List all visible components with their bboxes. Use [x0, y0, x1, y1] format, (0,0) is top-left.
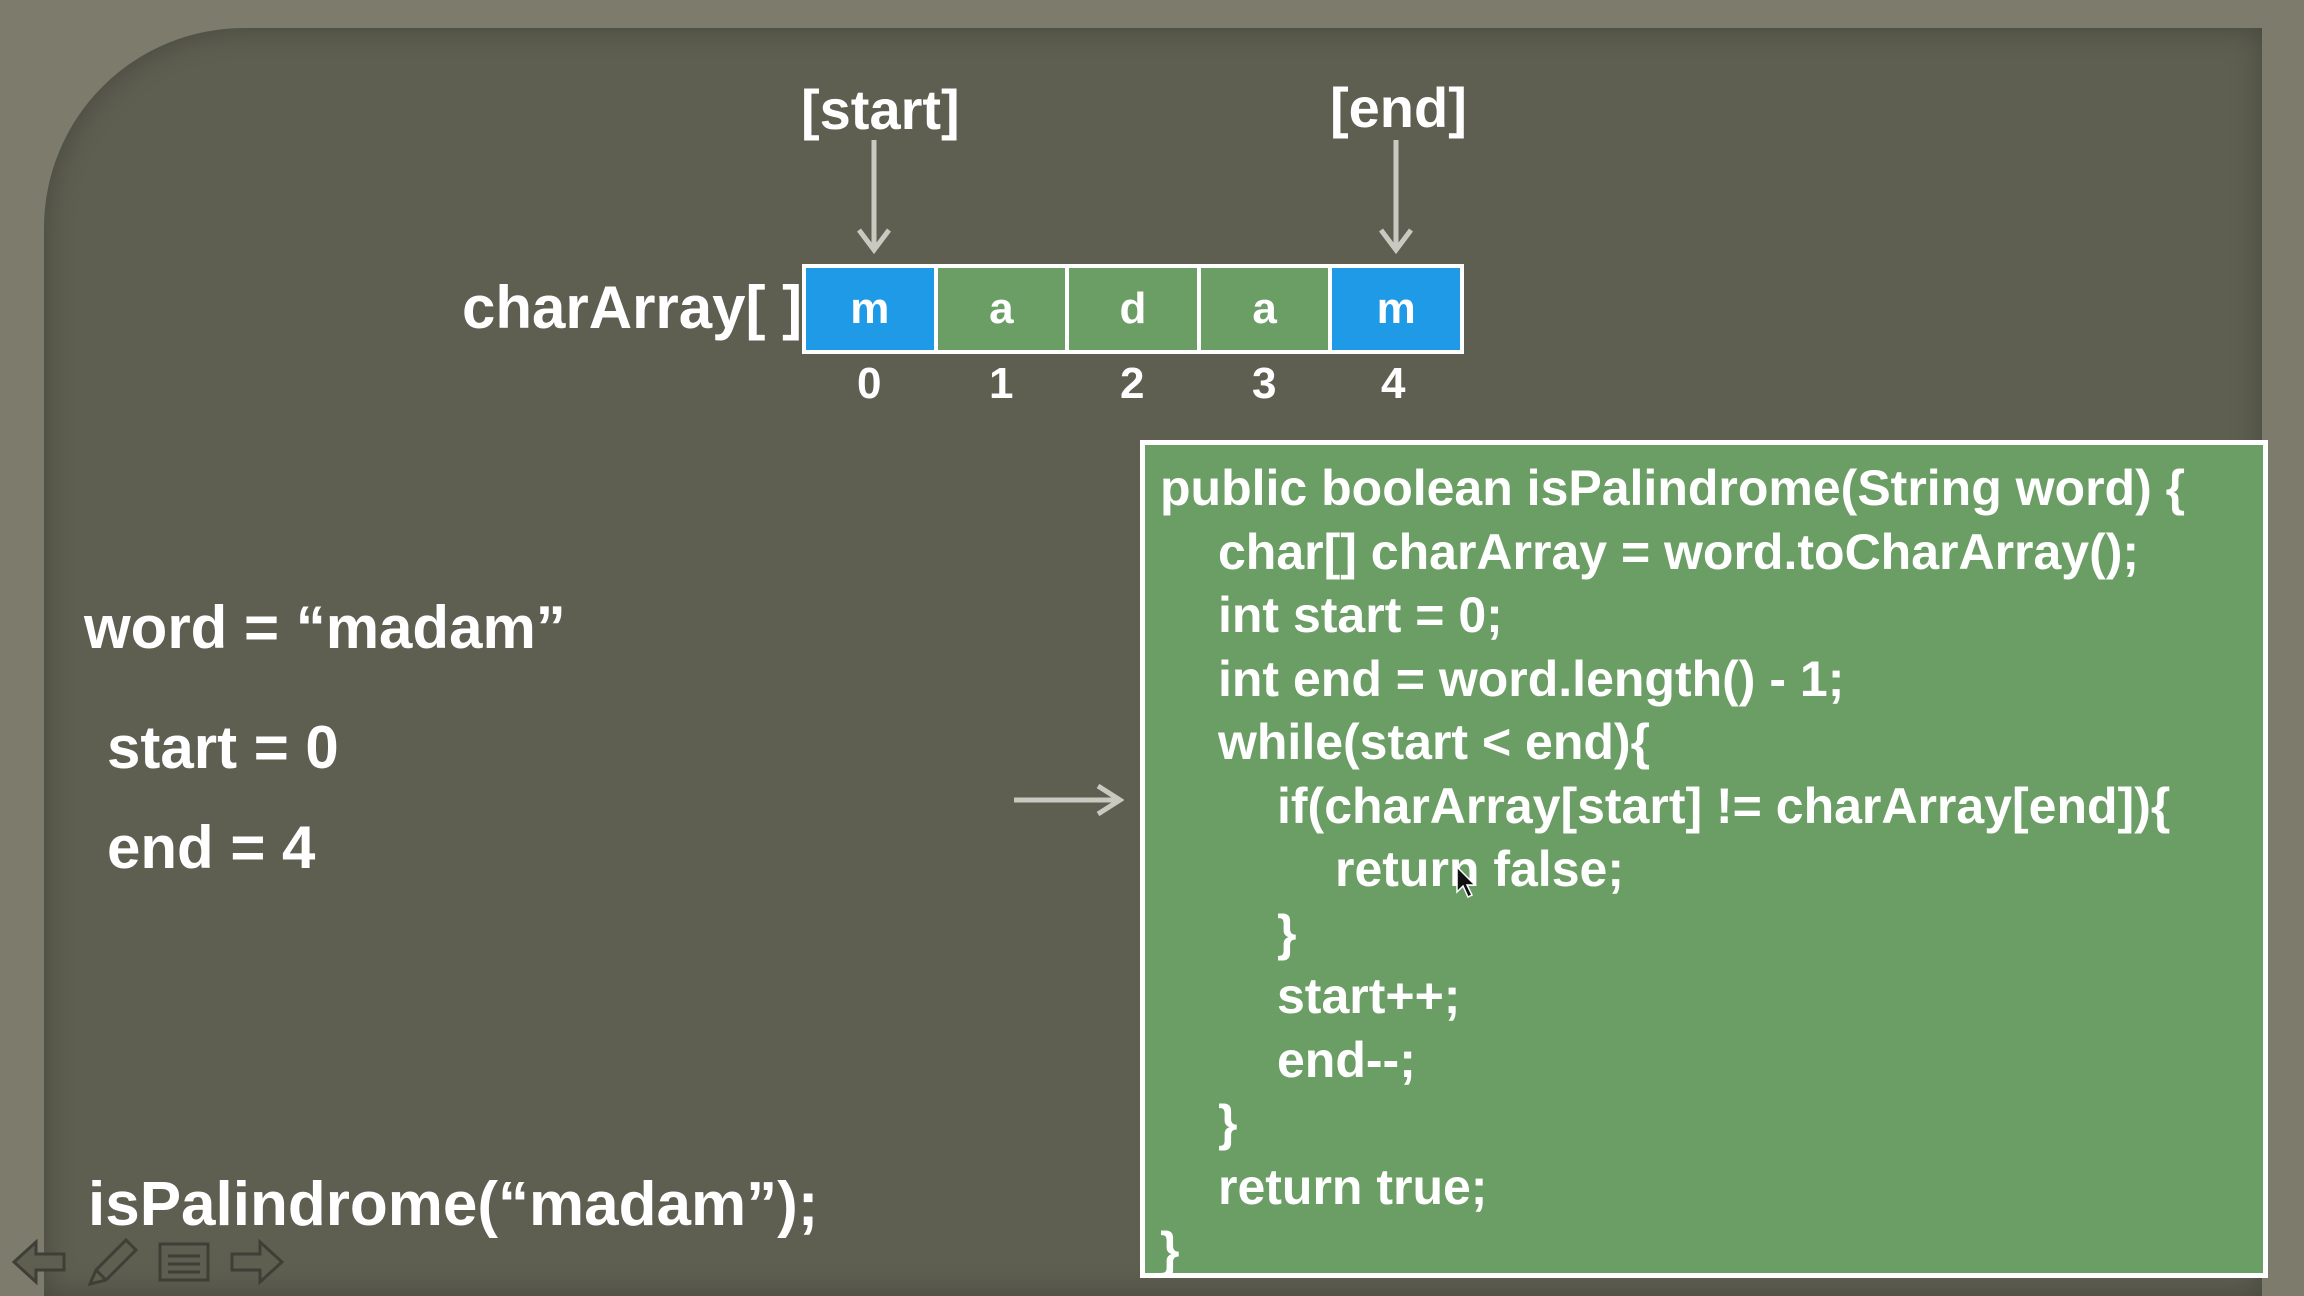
array-index-4: 4 — [1381, 359, 1406, 408]
array-cell-2: d — [1069, 268, 1197, 350]
array-cell-1: a — [937, 268, 1066, 350]
previous-slide-button[interactable] — [8, 1232, 72, 1292]
array-index-3: 3 — [1252, 359, 1277, 408]
code-line-7: return false; — [1335, 841, 1624, 897]
code-panel: public boolean isPalindrome(String word)… — [1140, 440, 2268, 1278]
slideshow-controls — [8, 1232, 288, 1292]
code-line-2: char[] charArray = word.toCharArray(); — [1218, 524, 2140, 580]
start-variable: start = 0 — [107, 714, 339, 781]
mouse-cursor-icon — [1456, 866, 1477, 899]
code-line-5: while(start < end){ — [1218, 714, 1651, 770]
array-index-2: 2 — [1120, 359, 1145, 408]
function-call: isPalindrome(“madam”); — [88, 1170, 819, 1239]
slide-menu-button[interactable] — [152, 1232, 216, 1292]
pen-icon — [87, 1237, 139, 1287]
array-label: charArray[ ] — [462, 274, 803, 341]
char-array: m a d a m — [802, 264, 1464, 354]
array-index-0: 0 — [857, 359, 882, 408]
array-cell-3: a — [1200, 268, 1329, 350]
code-line-8: } — [1277, 905, 1297, 961]
pen-tool-button[interactable] — [80, 1232, 144, 1292]
word-variable: word = “madam” — [84, 594, 566, 661]
code-line-10: end--; — [1277, 1032, 1416, 1088]
array-index-1: 1 — [989, 359, 1014, 408]
code-line-9: start++; — [1277, 968, 1461, 1024]
start-pointer-arrow-icon — [857, 140, 891, 255]
array-cell-0: m — [806, 268, 934, 350]
next-slide-button[interactable] — [224, 1232, 288, 1292]
end-pointer-arrow-icon — [1379, 140, 1413, 255]
arrow-right-icon — [230, 1238, 285, 1286]
code-line-4: int end = word.length() - 1; — [1218, 651, 1845, 707]
code-line-13: } — [1160, 1222, 1180, 1278]
arrow-right-icon — [1014, 783, 1124, 817]
start-pointer-label: [start] — [801, 78, 960, 141]
code-line-11: } — [1218, 1095, 1238, 1151]
end-pointer-label: [end] — [1330, 76, 1467, 139]
slide-menu-icon — [158, 1242, 210, 1282]
array-cell-4: m — [1332, 268, 1460, 350]
code-line-3: int start = 0; — [1218, 587, 1503, 643]
code-line-6: if(charArray[start] != charArray[end]){ — [1277, 778, 2171, 834]
code-line-12: return true; — [1218, 1159, 1488, 1215]
code-line-1: public boolean isPalindrome(String word)… — [1160, 460, 2186, 516]
end-variable: end = 4 — [107, 814, 316, 881]
arrow-left-icon — [11, 1238, 66, 1286]
